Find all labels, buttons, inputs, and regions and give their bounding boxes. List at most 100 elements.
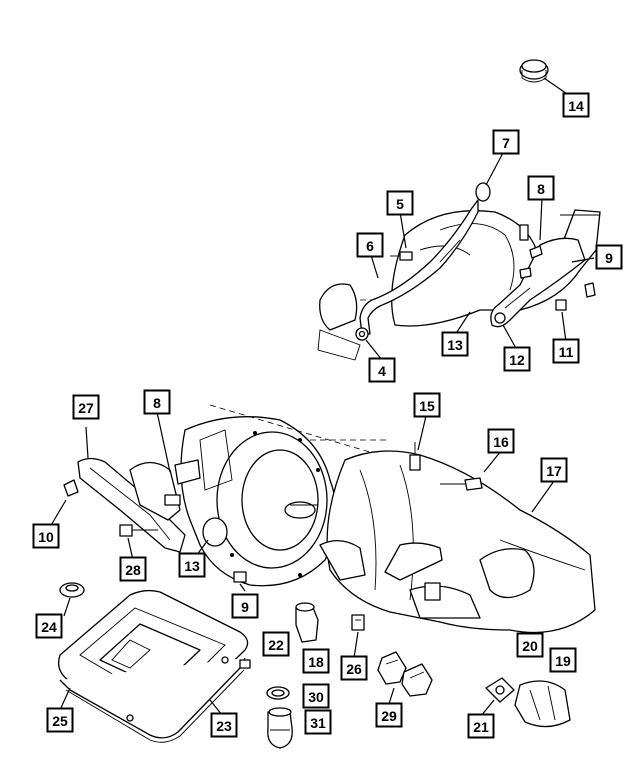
callout-number: 8 bbox=[153, 395, 161, 411]
solenoid-part bbox=[485, 677, 571, 728]
leader-lines bbox=[49, 77, 595, 717]
callout-box bbox=[595, 244, 623, 270]
callout-dipstick: 7 bbox=[492, 129, 520, 155]
plug-seal-part bbox=[59, 582, 85, 598]
callout-bolt-lower: 9 bbox=[231, 593, 259, 619]
callout-clip: 26 bbox=[340, 655, 368, 681]
plug-and-fitting bbox=[295, 602, 319, 643]
oil-filler-cap bbox=[519, 59, 549, 83]
callout-box bbox=[441, 331, 469, 357]
washer-part bbox=[266, 686, 290, 700]
upper-bracket-and-support bbox=[490, 224, 586, 328]
bell-housing bbox=[180, 404, 390, 587]
callout-solenoid: 21 bbox=[467, 713, 495, 739]
callout-box bbox=[302, 648, 330, 674]
callout-box bbox=[562, 92, 590, 118]
callout-number: 16 bbox=[493, 434, 509, 450]
callout-box bbox=[46, 707, 74, 733]
callout-box bbox=[262, 631, 290, 657]
callout-box bbox=[492, 129, 520, 155]
callout-bolt-converter: 28 bbox=[119, 556, 147, 582]
callout-box bbox=[356, 232, 384, 258]
small-screw bbox=[239, 659, 251, 669]
callout-number: 31 bbox=[310, 715, 326, 731]
callout-box bbox=[549, 647, 577, 673]
callout-number: 27 bbox=[78, 400, 94, 416]
callout-labels: 14 7 8 5 6 9 13 12 11 4 27 8 15 16 17 10 28 13 9 20 19 24 22 18… bbox=[32, 92, 623, 739]
callout-plug: 22 bbox=[262, 631, 290, 657]
callout-box bbox=[413, 392, 441, 418]
upper-bolts bbox=[390, 245, 596, 311]
callout-number: 25 bbox=[52, 713, 68, 729]
callout-bolt-upper: 9 bbox=[595, 244, 623, 270]
callout-number: 4 bbox=[378, 363, 386, 379]
lower-bolts bbox=[63, 479, 247, 583]
callout-oil-pan: 25 bbox=[46, 707, 74, 733]
callout-number: 7 bbox=[502, 135, 510, 151]
clip-part bbox=[351, 614, 365, 631]
callout-number: 13 bbox=[184, 558, 200, 574]
callout-fitting: 18 bbox=[302, 648, 330, 674]
callout-support: 12 bbox=[503, 346, 531, 372]
callout-box bbox=[143, 389, 171, 415]
callout-number: 15 bbox=[419, 398, 435, 414]
callout-number: 9 bbox=[241, 599, 249, 615]
callout-number: 6 bbox=[366, 238, 374, 254]
callout-box bbox=[210, 712, 238, 738]
callout-strut: 27 bbox=[72, 394, 100, 420]
callout-number: 26 bbox=[346, 661, 362, 677]
callout-number: 24 bbox=[41, 619, 57, 635]
callout-bracket-lower: 8 bbox=[143, 389, 171, 415]
callout-box bbox=[119, 556, 147, 582]
callout-oil-filler-cap: 14 bbox=[562, 92, 590, 118]
callout-o-ring: 4 bbox=[368, 357, 396, 383]
callout-number: 20 bbox=[522, 638, 538, 654]
callout-number: 12 bbox=[509, 352, 525, 368]
lower-strut bbox=[77, 457, 201, 553]
callout-box bbox=[32, 523, 60, 549]
callout-box bbox=[527, 175, 555, 201]
callout-number: 22 bbox=[268, 637, 284, 653]
callout-seal: 19 bbox=[549, 647, 577, 673]
callout-box bbox=[340, 655, 368, 681]
callout-box bbox=[304, 709, 332, 735]
dipstick-and-tube bbox=[355, 182, 491, 341]
callout-number: 8 bbox=[537, 181, 545, 197]
callout-transmission: 17 bbox=[540, 457, 568, 483]
callout-box bbox=[467, 713, 495, 739]
callout-number: 29 bbox=[381, 708, 397, 724]
callout-box bbox=[178, 552, 206, 578]
callout-sensor-bottom: 31 bbox=[304, 709, 332, 735]
callout-number: 30 bbox=[308, 689, 324, 705]
callout-plug-seal: 24 bbox=[35, 613, 63, 639]
callout-box bbox=[72, 394, 100, 420]
callout-number: 10 bbox=[38, 529, 54, 545]
callout-number: 11 bbox=[559, 344, 574, 360]
callout-number: 28 bbox=[125, 562, 141, 578]
callout-number: 9 bbox=[605, 250, 613, 266]
callout-bolt-support: 11 bbox=[552, 338, 580, 364]
sensors-part bbox=[377, 651, 433, 697]
callout-number: 5 bbox=[396, 196, 404, 212]
callout-box bbox=[552, 338, 580, 364]
callout-screw: 5 bbox=[386, 190, 414, 216]
callout-fill-tube: 6 bbox=[356, 232, 384, 258]
callout-box bbox=[386, 190, 414, 216]
callout-box bbox=[375, 702, 403, 728]
callout-box bbox=[302, 683, 330, 709]
callout-dust-shield-upper: 13 bbox=[441, 331, 469, 357]
callout-box bbox=[35, 613, 63, 639]
callout-sensors: 29 bbox=[375, 702, 403, 728]
sensor-bottom-part bbox=[267, 707, 293, 749]
upper-housing bbox=[317, 209, 601, 361]
callout-bracket-upper: 8 bbox=[527, 175, 555, 201]
callout-bolt-housing: 16 bbox=[487, 428, 515, 454]
oil-pan-and-gasket bbox=[57, 589, 249, 743]
callout-washer: 30 bbox=[302, 683, 330, 709]
transmission-case bbox=[319, 442, 596, 634]
callout-number: 14 bbox=[568, 98, 584, 114]
callout-number: 17 bbox=[546, 463, 562, 479]
callout-box bbox=[231, 593, 259, 619]
callout-box bbox=[540, 457, 568, 483]
